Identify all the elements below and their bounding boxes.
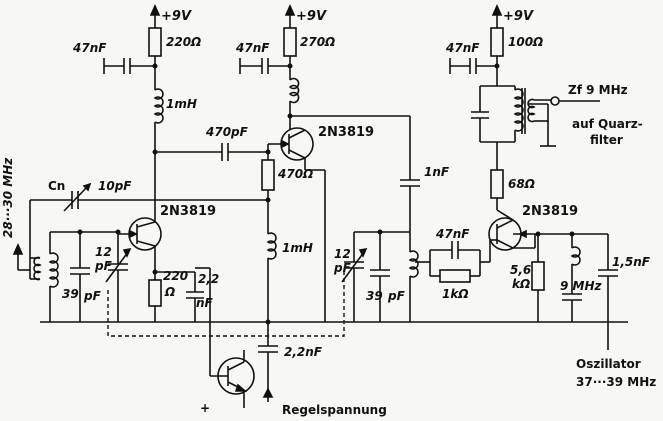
fet-3-label: 2N3819	[522, 204, 578, 219]
regelspannung-label: Regelspannung	[282, 403, 387, 417]
cap-2n2-source-label-b: nF	[196, 296, 214, 310]
cap-10pf-label: 10pF	[98, 179, 132, 193]
resistor-100-label: 100Ω	[508, 35, 543, 49]
quarz-label-2: filter	[590, 133, 623, 147]
mixer-input-coil	[408, 250, 419, 278]
resistor-5k6-label-b: kΩ	[512, 277, 530, 291]
input-coupling-coil	[33, 256, 42, 281]
oscillator-label-2: 37···39 MHz	[576, 375, 656, 389]
oscillator-tank-coil	[570, 246, 581, 266]
quarz-label-1: auf Quarz-	[572, 117, 643, 131]
fet-2-label: 2N3819	[318, 125, 374, 140]
resistor-1k	[439, 269, 471, 283]
inductor-stage2	[288, 77, 300, 104]
cap-47nf-label-4: 47nF	[445, 41, 480, 55]
input-coil	[48, 252, 59, 288]
cap-39pf-label-a-1: 39	[62, 287, 79, 301]
cap-39pf-label-b-2: pF	[387, 289, 406, 303]
gang-dashed-line	[107, 268, 345, 337]
cap-1n5-label: 1,5nF	[612, 255, 651, 269]
cap-47nf-label-2: 47nF	[235, 41, 270, 55]
inductor-1mh-2	[266, 232, 277, 260]
inductor-1mh-2-label: 1mH	[282, 241, 313, 255]
supply-label-2: +9V	[296, 9, 327, 24]
resistor-220-label: 220Ω	[166, 35, 201, 49]
resistor-1k-label: 1kΩ	[442, 287, 469, 301]
cap-1nf-label: 1nF	[424, 165, 450, 179]
cap-9mhz-label: 9 MHz	[560, 279, 603, 293]
inductor-1mh-1	[153, 88, 164, 124]
cap-12pf-label-a-2: 12	[334, 247, 351, 261]
cap-cn-label: Cn	[48, 179, 65, 193]
cap-12pf-label-b-2: pF	[333, 261, 352, 275]
oscillator-label-1: Oszillator	[576, 357, 641, 371]
zf-label: Zf 9 MHz	[568, 83, 628, 97]
fet-1-label: 2N3819	[160, 204, 216, 219]
resistor-220-source-label-a: 220	[163, 269, 188, 283]
resistor-220-source-label-b: Ω	[164, 285, 175, 299]
cap-47nf-label-3: 47nF	[435, 227, 470, 241]
cap-2n2-source-label-a: 2,2	[198, 272, 219, 286]
resistor-470	[261, 159, 275, 191]
resistor-100	[490, 27, 504, 57]
resistor-470-label: 470Ω	[277, 167, 313, 181]
if-output-connector	[550, 96, 560, 106]
cap-2n2-label: 2,2nF	[284, 345, 323, 359]
cap-470pf-label: 470pF	[205, 125, 249, 139]
resistor-220	[148, 27, 162, 57]
cap-47nf-label-1: 47nF	[72, 41, 107, 55]
if-transformer-secondary	[527, 98, 536, 123]
inductor-1mh-1-label: 1mH	[166, 97, 197, 111]
resistor-270-label: 270Ω	[300, 35, 335, 49]
input-frequency-label: 28···30 MHz	[1, 157, 15, 238]
plus-label: +	[200, 401, 210, 415]
resistor-68-label: 68Ω	[508, 177, 535, 191]
cap-39pf-label-a-2: 39	[366, 289, 383, 303]
cap-39pf-label-b-1: pF	[83, 289, 102, 303]
resistor-5k6-label-a: 5,6	[510, 263, 531, 277]
resistor-5k6	[531, 261, 545, 291]
cap-12pf-label-b-1: pF	[94, 259, 113, 273]
resistor-68	[490, 169, 504, 199]
if-transformer-primary	[513, 88, 524, 132]
supply-label-1: +9V	[161, 9, 192, 24]
resistor-270	[283, 27, 297, 57]
resistor-220-source	[148, 279, 162, 307]
supply-label-3: +9V	[503, 9, 534, 24]
cap-12pf-label-a-1: 12	[95, 245, 112, 259]
